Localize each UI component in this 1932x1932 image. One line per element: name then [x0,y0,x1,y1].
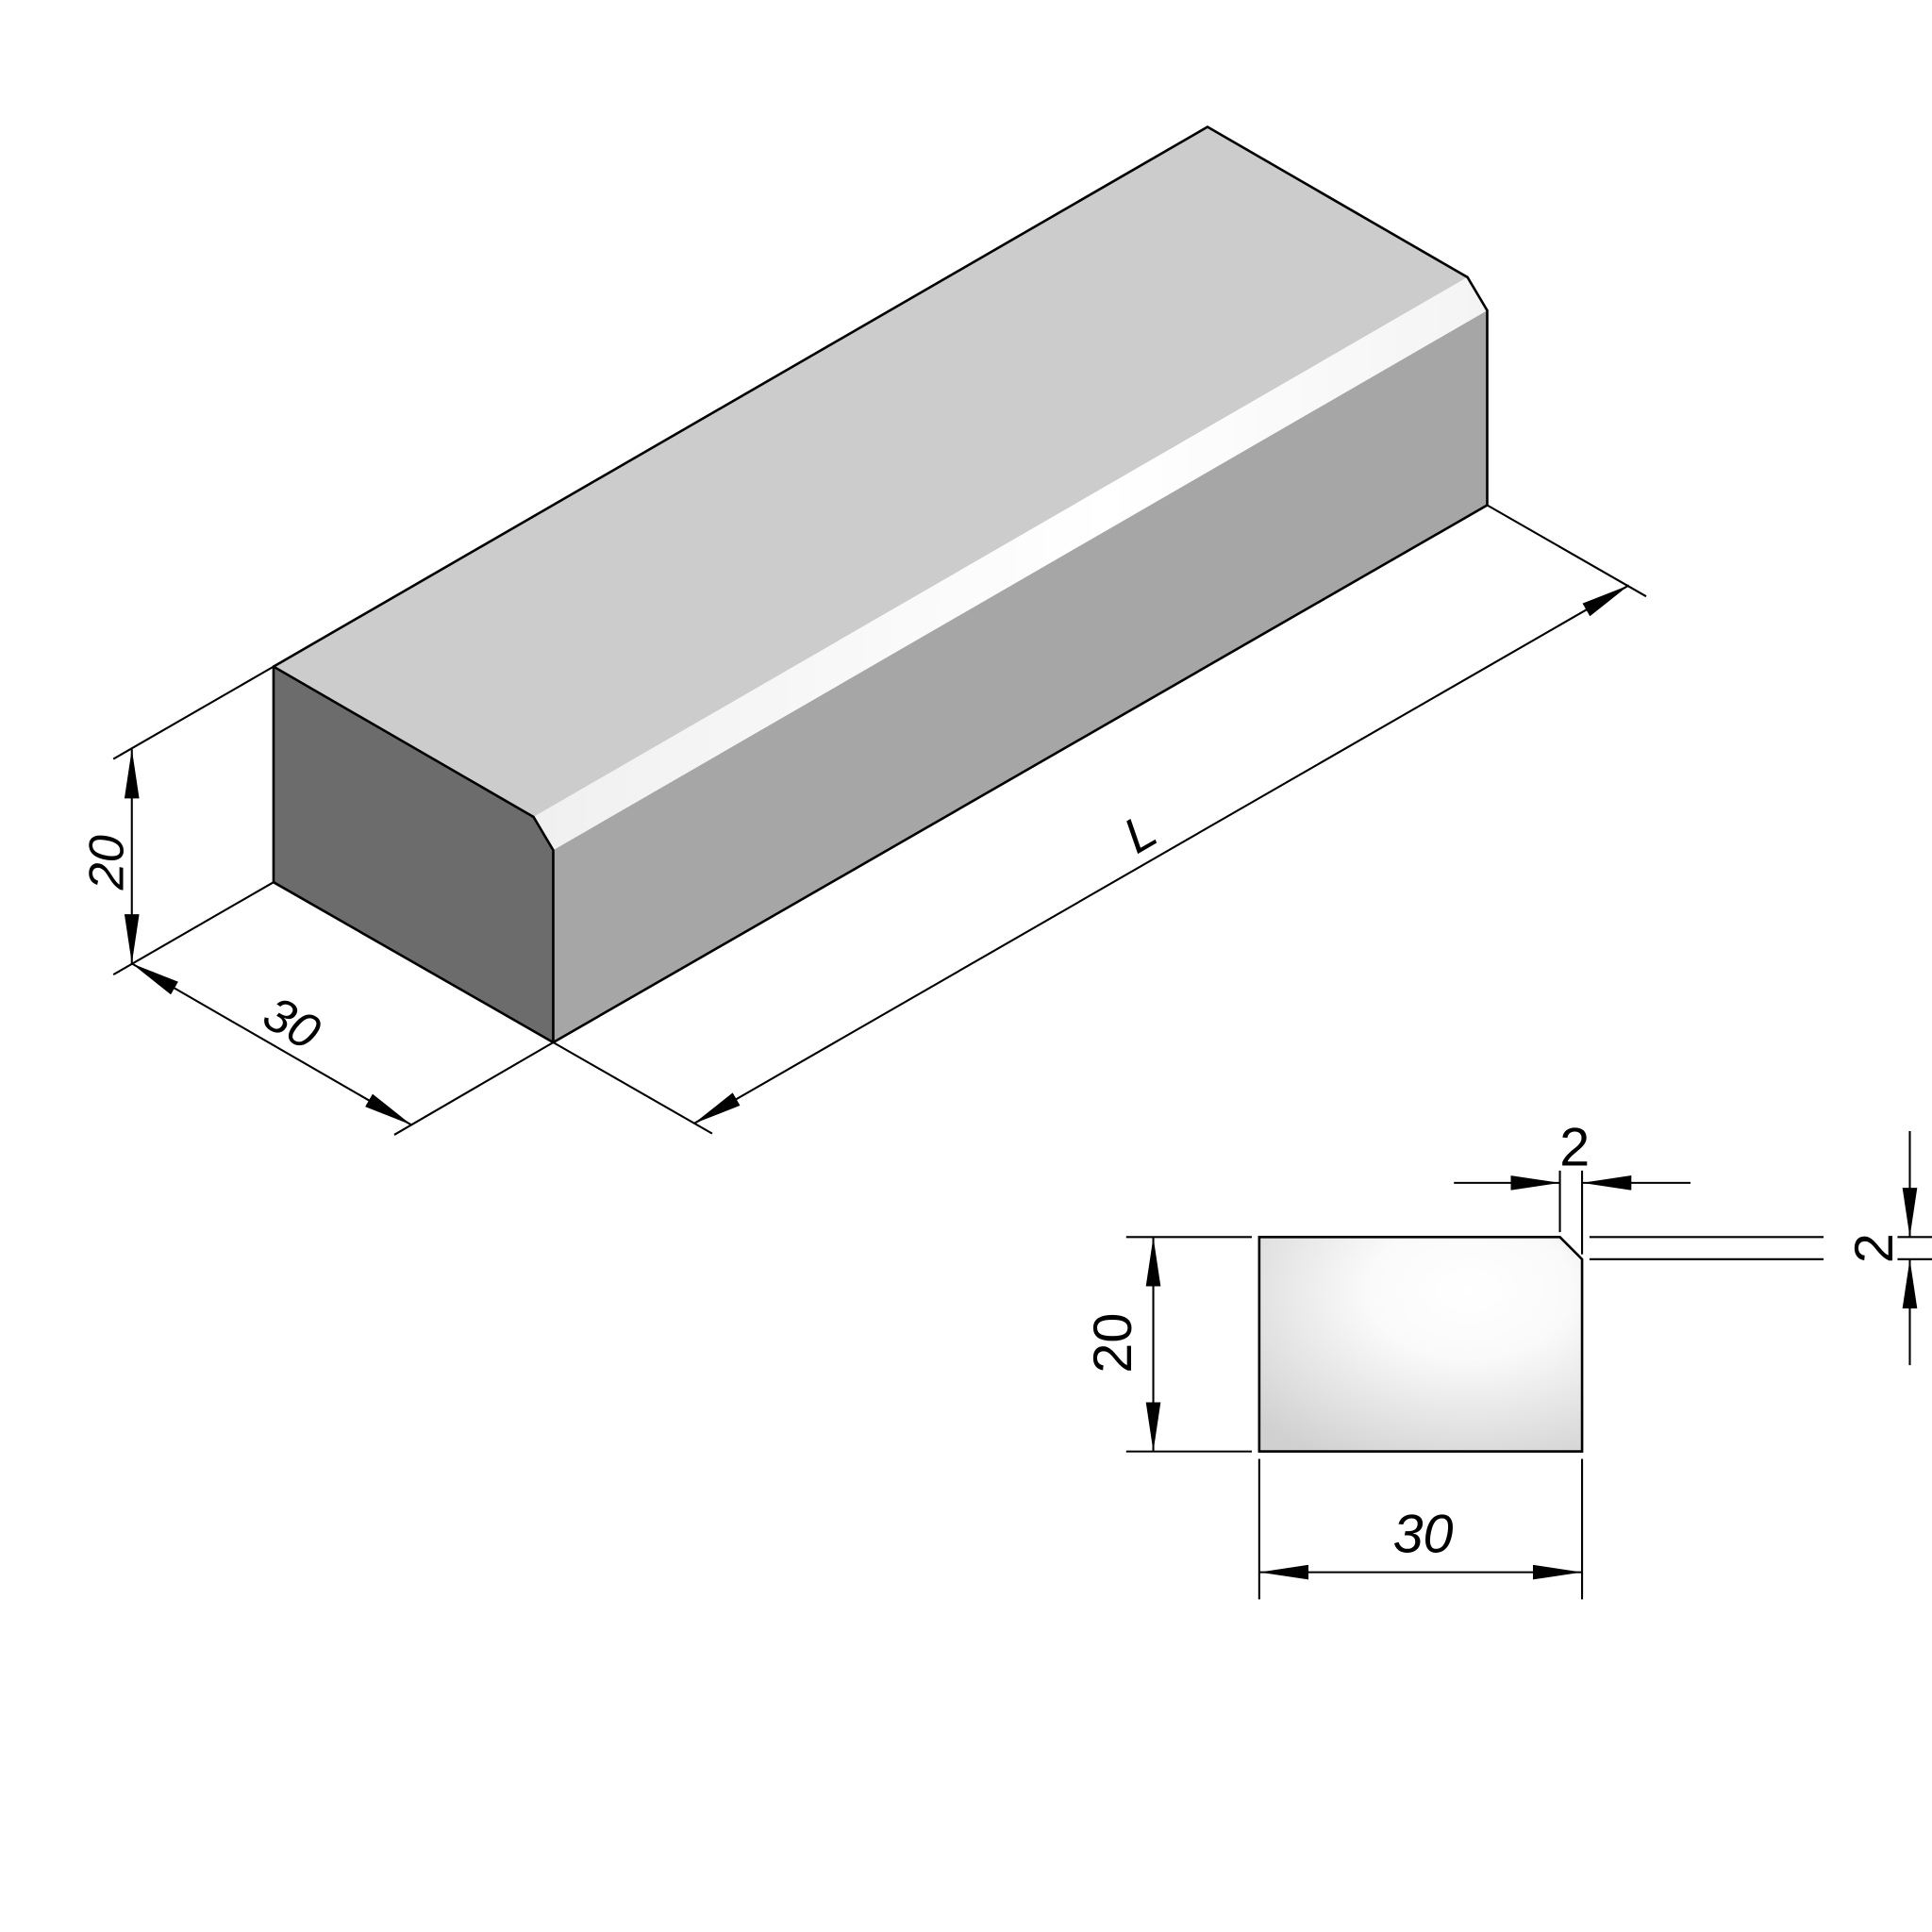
end-face [273,666,554,1042]
section-height-dimension: 20 [1083,1236,1253,1453]
chamfer-horizontal-label: 2 [1559,1118,1590,1178]
section-width-label: 30 [1393,1505,1454,1565]
chamfer-vertical-dimension: 2 [1589,1131,1932,1366]
section-height-label: 20 [1083,1313,1143,1374]
iso-height-dimension: 20 [80,665,275,976]
section-shape [1257,1236,1584,1453]
top-face [273,126,1468,817]
section-width-dimension: 30 [1257,1458,1584,1600]
isometric-block [272,125,1489,1044]
iso-height-label: 20 [80,835,135,891]
chamfer-vertical-label: 2 [1844,1233,1905,1263]
iso-width-label: 30 [254,986,328,1060]
cross-section [1257,1236,1584,1453]
chamfer-horizontal-dimension: 2 [1454,1118,1690,1255]
